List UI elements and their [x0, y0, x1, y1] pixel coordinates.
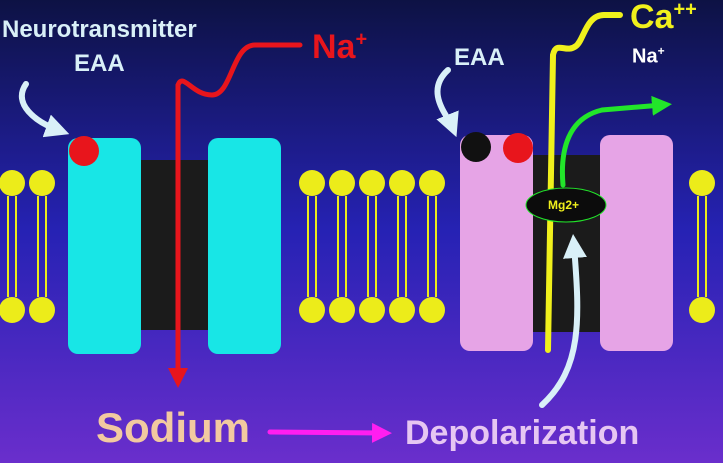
lipid-head	[29, 170, 55, 196]
calcium-ion-label: Ca++	[630, 0, 697, 37]
nmda-pore	[530, 155, 604, 332]
sodium-ion-charge: +	[355, 28, 368, 51]
lipid-head	[0, 297, 25, 323]
lipid-head	[689, 297, 715, 323]
lipid-head	[419, 170, 445, 196]
sodium-ion-label: Na+	[312, 28, 367, 67]
eaa-molecule-right	[503, 133, 533, 163]
neurotransmitter-label: Neurotransmitter	[2, 16, 197, 43]
lipid-head	[389, 297, 415, 323]
eaa-label-right: EAA	[454, 44, 505, 71]
calcium-arrow	[545, 12, 623, 353]
lipid-head	[389, 170, 415, 196]
lipid-head	[299, 170, 325, 196]
lipid-head	[29, 297, 55, 323]
depolarization-label: Depolarization	[405, 414, 640, 452]
lipid-head	[419, 297, 445, 323]
glycine-molecule	[461, 132, 491, 162]
depolarization-pointer-arrow	[539, 234, 587, 408]
lipid-head	[689, 170, 715, 196]
sodium-ion-charge-right: +	[657, 44, 665, 58]
ampa-channel-right	[208, 138, 281, 354]
ampa-channel-left	[68, 138, 141, 354]
magnesium-ion-label: Mg2+	[548, 198, 580, 212]
calcium-ion-symbol: Ca	[630, 0, 674, 36]
lipid-bilayer	[0, 170, 715, 323]
sodium-ion-symbol: Na	[312, 28, 356, 66]
eaa-molecule-left	[69, 136, 99, 166]
lipid-head	[359, 170, 385, 196]
eaa-label-left: EAA	[74, 50, 125, 77]
lipid-head	[329, 297, 355, 323]
sodium-ion-label-right: Na+	[632, 44, 665, 69]
lipid-head	[299, 297, 325, 323]
sodium-to-depolarization-arrow	[267, 422, 392, 443]
nmda-channel-left	[460, 135, 533, 351]
nmda-channel-right	[600, 135, 673, 351]
neurotransmitter-pointer-arrow	[18, 81, 70, 138]
magnesium-ion	[525, 187, 607, 223]
lipid-head	[0, 170, 25, 196]
eaa-pointer-arrow	[434, 67, 459, 138]
sodium-label: Sodium	[96, 404, 250, 451]
sodium-efflux-arrow	[559, 95, 672, 188]
calcium-ion-charge: ++	[673, 0, 697, 21]
sodium-ion-symbol-right: Na	[632, 45, 658, 68]
sodium-arrow	[168, 42, 303, 388]
lipid-head	[359, 297, 385, 323]
lipid-head	[329, 170, 355, 196]
